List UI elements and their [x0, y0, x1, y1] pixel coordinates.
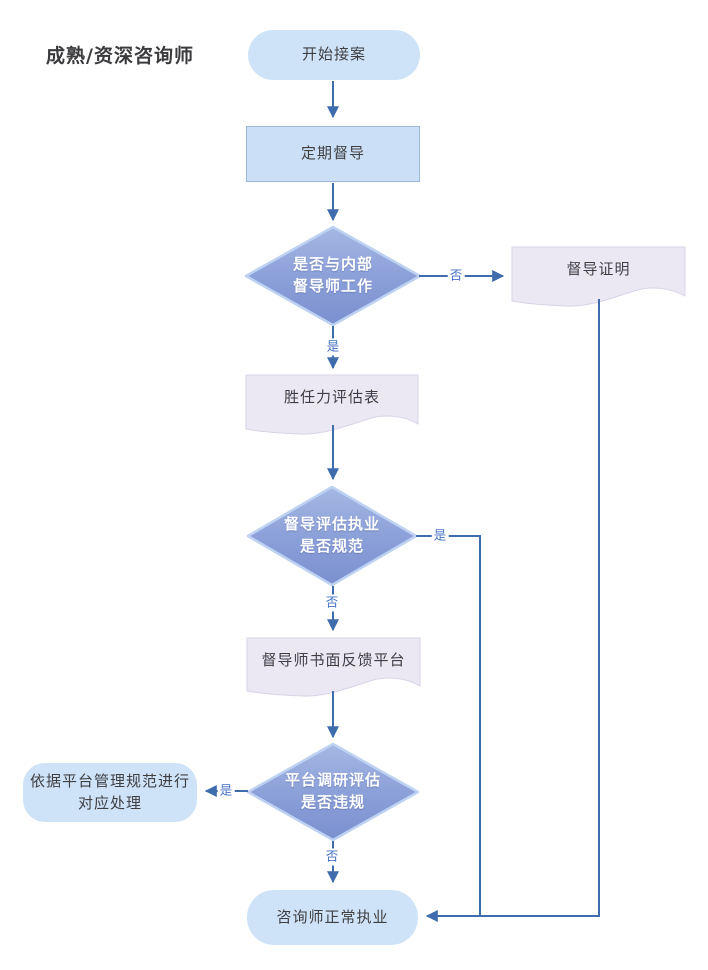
- document-competency-form-label: 胜任力评估表: [283, 389, 380, 406]
- connector-decision2-yes-down: [416, 535, 481, 915]
- document-written-feedback-shape: [246, 637, 421, 697]
- process-platform-handling-line2: 对应处理: [77, 794, 142, 812]
- edge-label-decision2-no: 否: [323, 594, 341, 612]
- document-written-feedback: 督导师书面反馈平台: [247, 638, 420, 684]
- document-written-feedback-label: 督导师书面反馈平台: [261, 652, 406, 669]
- edge-label-decision3-no: 否: [323, 848, 341, 866]
- document-supervision-certificate-label: 督导证明: [566, 261, 631, 278]
- lane-title: 成熟/资深咨询师: [46, 45, 194, 67]
- process-platform-handling-line1: 依据平台管理规范进行: [29, 772, 190, 790]
- decision-internal-supervisor-shape: [244, 225, 422, 327]
- decision-practice-standard-shape: [246, 485, 418, 587]
- edge-label-decision2-yes: 是: [431, 527, 449, 545]
- decision-platform-violation-shape: [246, 742, 420, 842]
- process-platform-handling: 依据平台管理规范进行 对应处理: [23, 763, 197, 822]
- process-regular-supervision: 定期督导: [246, 126, 420, 182]
- edge-label-decision1-yes: 是: [324, 338, 342, 356]
- edge-label-decision1-no: 否: [447, 267, 465, 285]
- process-regular-supervision-label: 定期督导: [300, 145, 365, 162]
- connector-certificate-to-practice: [425, 299, 600, 922]
- decision-practice-standard-label: 督导评估执业 是否规范: [252, 512, 412, 560]
- start-node-label: 开始接案: [301, 46, 366, 63]
- decision-standard-line2: 是否规范: [299, 538, 364, 555]
- decision-violation-line2: 是否违规: [300, 794, 365, 811]
- decision-internal-supervisor-label: 是否与内部 督导师工作: [258, 252, 408, 300]
- end-normal-practice: 咨询师正常执业: [247, 890, 418, 945]
- document-supervision-certificate-shape: [511, 246, 686, 307]
- decision-internal-line2: 督导师工作: [292, 278, 373, 295]
- decision-violation-line1: 平台调研评估: [284, 772, 381, 789]
- decision-internal-line1: 是否与内部: [292, 256, 373, 273]
- decision-standard-line1: 督导评估执业: [283, 516, 380, 533]
- decision-platform-violation-label: 平台调研评估 是否违规: [253, 768, 413, 816]
- document-competency-form-shape: [245, 374, 419, 435]
- start-node: 开始接案: [248, 30, 420, 80]
- document-supervision-certificate: 督导证明: [512, 247, 685, 293]
- end-normal-practice-label: 咨询师正常执业: [276, 908, 389, 926]
- document-competency-form: 胜任力评估表: [246, 375, 418, 421]
- edge-label-decision3-yes: 是: [217, 782, 235, 800]
